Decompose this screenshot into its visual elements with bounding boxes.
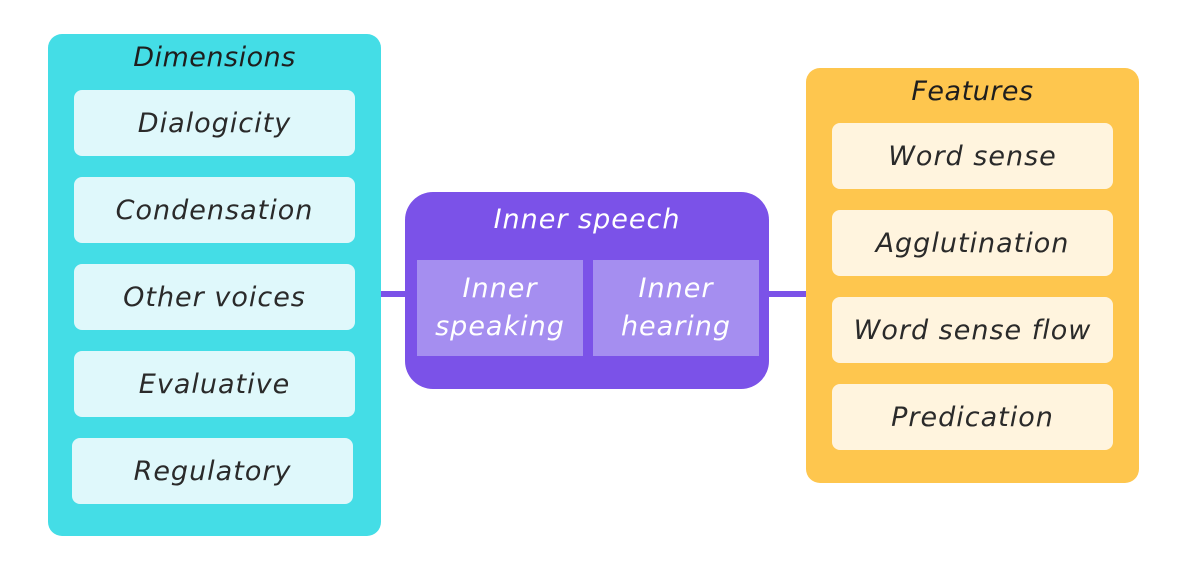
dimensions-panel: Dimensions Dialogicity Condensation Othe… bbox=[48, 34, 381, 536]
feature-item-word-sense-flow: Word sense flow bbox=[832, 297, 1113, 363]
inner-hearing-box: Inner hearing bbox=[593, 260, 759, 356]
dimension-item-dialogicity: Dialogicity bbox=[74, 90, 355, 156]
connector-right bbox=[768, 291, 808, 297]
feature-item-agglutination: Agglutination bbox=[832, 210, 1113, 276]
features-title: Features bbox=[911, 76, 1034, 107]
feature-item-word-sense: Word sense bbox=[832, 123, 1113, 189]
dimension-item-evaluative: Evaluative bbox=[74, 351, 355, 417]
inner-hearing-line1: Inner bbox=[638, 273, 714, 304]
inner-speech-box: Inner speech Inner speaking Inner hearin… bbox=[405, 192, 769, 389]
feature-item-predication: Predication bbox=[832, 384, 1113, 450]
dimension-item-condensation: Condensation bbox=[74, 177, 355, 243]
dimension-item-other-voices: Other voices bbox=[74, 264, 355, 330]
inner-speaking-line2: speaking bbox=[435, 311, 565, 342]
dimension-item-regulatory: Regulatory bbox=[72, 438, 353, 504]
inner-speaking-box: Inner speaking bbox=[417, 260, 583, 356]
inner-speaking-line1: Inner bbox=[462, 273, 538, 304]
features-panel: Features Word sense Agglutination Word s… bbox=[806, 68, 1139, 483]
inner-speech-title: Inner speech bbox=[493, 204, 681, 235]
inner-hearing-line2: hearing bbox=[620, 311, 732, 342]
dimensions-title: Dimensions bbox=[133, 42, 296, 73]
connector-left bbox=[381, 291, 407, 297]
